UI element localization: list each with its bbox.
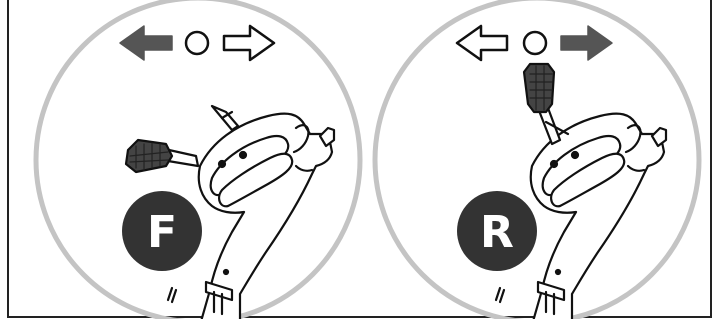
direction-indicator bbox=[455, 24, 613, 62]
direction-lever bbox=[522, 62, 570, 146]
badge-letter: R bbox=[480, 207, 514, 258]
outline-arrow-icon bbox=[222, 24, 276, 62]
handle-grip-illustration bbox=[494, 112, 668, 319]
neutral-circle-icon bbox=[184, 30, 210, 56]
badge-letter: F bbox=[147, 207, 177, 258]
panel-ring bbox=[372, 0, 702, 319]
filled-arrow-icon bbox=[560, 25, 613, 61]
direction-indicator bbox=[119, 24, 276, 62]
panel-forward: F bbox=[33, 0, 363, 319]
handle-grip-illustration bbox=[166, 104, 336, 319]
panel-ring bbox=[33, 0, 363, 319]
filled-arrow-icon bbox=[119, 25, 173, 61]
direction-lever bbox=[124, 138, 200, 174]
outline-arrow-icon bbox=[455, 24, 509, 62]
gear-badge-f: F bbox=[122, 191, 202, 271]
gear-badge-r: R bbox=[457, 191, 537, 271]
panel-reverse: R bbox=[372, 0, 702, 319]
neutral-circle-icon bbox=[522, 30, 548, 56]
outer-frame bbox=[7, 0, 712, 318]
